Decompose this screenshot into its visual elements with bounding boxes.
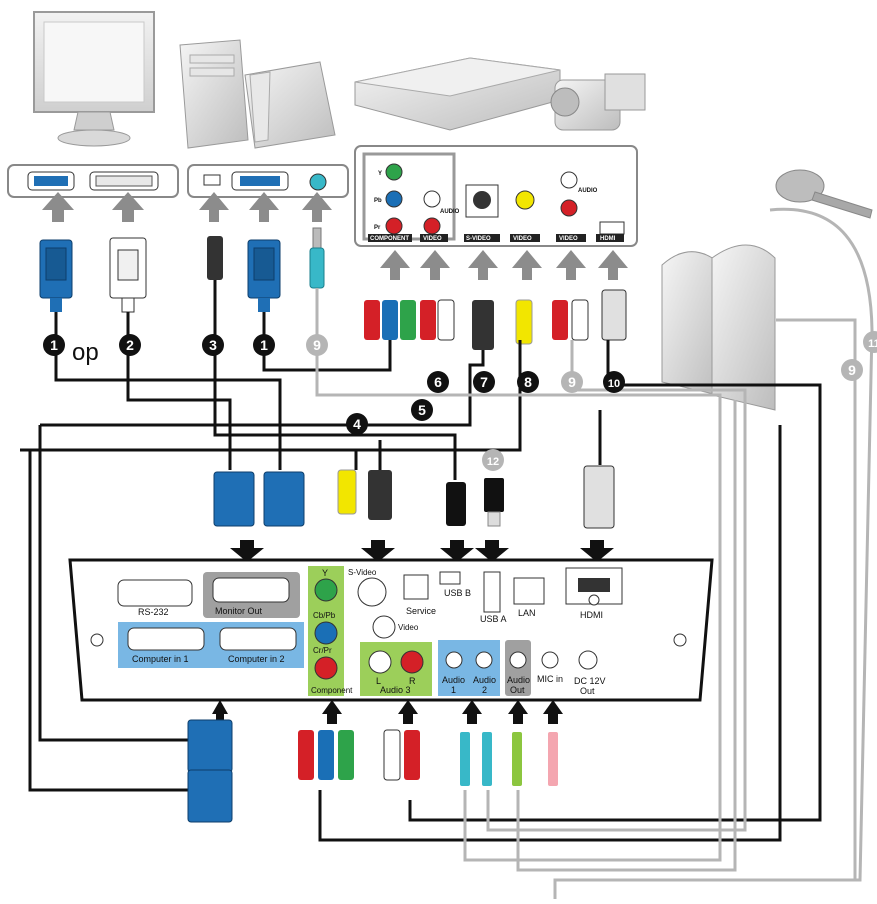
callout-5: 5 [418,402,426,418]
projector-video-plug [337,469,357,515]
usb-plug-pc [207,236,223,280]
monitor-port-panel [7,164,179,198]
panel-cbpb-label: Cb/Pb [313,611,336,620]
video-label-1: VIDEO [423,236,442,242]
speakers-device [661,244,776,411]
callout-4: 4 [353,416,361,432]
desktop-pc-device [179,39,336,149]
callout-6: 6 [434,374,442,390]
video-plug-yellow [515,299,533,345]
audio-label-2: AUDIO [578,188,598,194]
callout-9a: 9 [313,337,321,353]
panel-r-label: R [409,676,416,686]
callout-8: 8 [524,374,532,390]
projector-svideo-plug [368,470,392,520]
camcorder-device [550,73,646,131]
callout-11: 11 [868,338,877,350]
audio2-line2: 2 [482,685,487,695]
panel-component-label: Component [311,686,353,695]
callout-9c: 9 [848,362,856,378]
projector-usb-plug [446,482,466,526]
callout-2: 2 [126,337,134,353]
panel-svideo-label: S-Video [348,568,377,577]
callout-1a: 1 [50,337,58,353]
panel-l-label: L [376,676,381,686]
dc-line1: DC 12V [574,676,606,686]
usb-b-label: USB B [444,588,471,598]
microphone-device [775,169,873,219]
callout-1b: 1 [260,337,268,353]
panel-video-label: Video [398,623,419,632]
monitor-device [33,11,155,147]
dc-line2: Out [580,686,595,696]
svideo-label: S-VIDEO [466,236,491,242]
source-arrows [42,192,628,280]
pc-port-panel [187,164,349,198]
vga-plug-pc [247,239,281,312]
mic-in-label: MIC in [537,674,563,684]
av-audio-plugs-1 [420,299,455,341]
panel-audio3-label: Audio 3 [380,685,411,695]
audio-label-1: AUDIO [440,209,460,215]
projector-vga-plugs [213,471,305,527]
lan-label: LAN [518,608,536,618]
computer-in-2-label: Computer in 2 [228,654,285,664]
component-plugs [364,300,416,340]
video-label-3: VIDEO [559,236,578,242]
panel-crpr-label: Cr/Pr [313,646,332,655]
service-label: Service [406,606,436,616]
audio1-line1: Audio [442,675,465,685]
rs232-label: RS-232 [138,607,169,617]
audio-out-line1: Audio [507,675,530,685]
audio1-line2: 1 [451,685,456,695]
callout-10: 10 [608,378,620,390]
callout-7: 7 [480,374,488,390]
projector-arrows-top [230,540,614,562]
computer-in-1-label: Computer in 1 [132,654,189,664]
hdmi-source-label: HDMI [600,236,616,242]
comp-y-label: Y [378,171,382,177]
dvd-player-device [354,57,561,131]
hdmi-plug-source [601,289,627,341]
comp-pb-label: Pb [374,198,382,204]
usb-flash-drive [484,478,504,527]
comp-pr-label: Pr [374,225,381,231]
projector-rear-panel: RS-232 Monitor Out Computer in 1 Compute… [68,558,714,702]
monitor-out-label: Monitor Out [215,606,263,616]
av-audio-plugs-2 [552,299,589,341]
callout-12: 12 [487,456,499,468]
projector-hdmi-plug [583,465,615,529]
vga-plug-monitor [39,239,73,312]
panel-y-label: Y [322,568,328,578]
av-port-panel: Y Pb Pr COMPONENT AUDIO VIDEO S-VIDEO VI… [354,145,638,247]
audio2-line1: Audio [473,675,496,685]
video-label-2: VIDEO [513,236,532,242]
panel-hdmi-label: HDMI [580,610,603,620]
callout-3: 3 [209,337,217,353]
op-text: op [72,339,99,366]
audio-out-line2: Out [510,685,525,695]
component-label: COMPONENT [370,236,409,242]
bottom-vga-plugs [187,719,233,823]
svideo-plug [472,300,494,350]
callout-numbers: 1 op 2 3 1 9 4 5 6 7 8 9 10 11 12 9 [43,331,877,471]
bottom-component-plugs [298,730,354,780]
callout-9b: 9 [568,374,576,390]
dvi-plug [109,237,147,313]
bottom-jack-plugs [460,732,558,786]
usb-a-label: USB A [480,614,507,624]
bottom-audio3-plugs [383,729,420,781]
projector-arrows-bottom [212,700,563,724]
audio-plug-pc [309,227,325,289]
